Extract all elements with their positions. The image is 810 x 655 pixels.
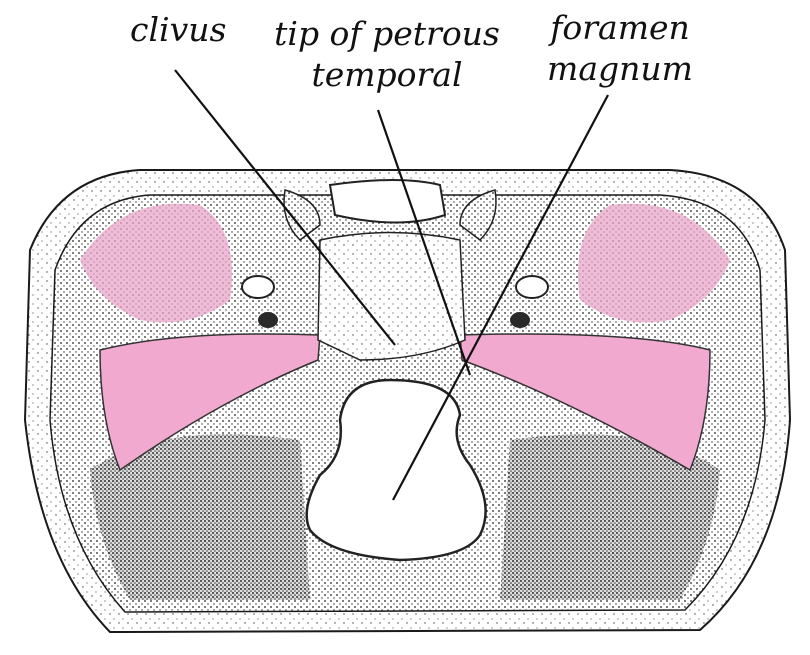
foramen-ovale-right bbox=[516, 276, 548, 298]
label-foramen-magnum-line1: foramen bbox=[520, 8, 720, 48]
label-petrous-tip-line2: temporal bbox=[262, 55, 512, 95]
foramen-left-small bbox=[258, 312, 278, 328]
label-petrous-tip-line1: tip of petrous bbox=[262, 14, 512, 54]
foramen-right-small bbox=[510, 312, 530, 328]
foramen-ovale-left bbox=[242, 276, 274, 298]
label-foramen-magnum-line2: magnum bbox=[520, 49, 720, 89]
sella-turcica bbox=[330, 180, 445, 223]
label-clivus: clivus bbox=[130, 10, 226, 50]
